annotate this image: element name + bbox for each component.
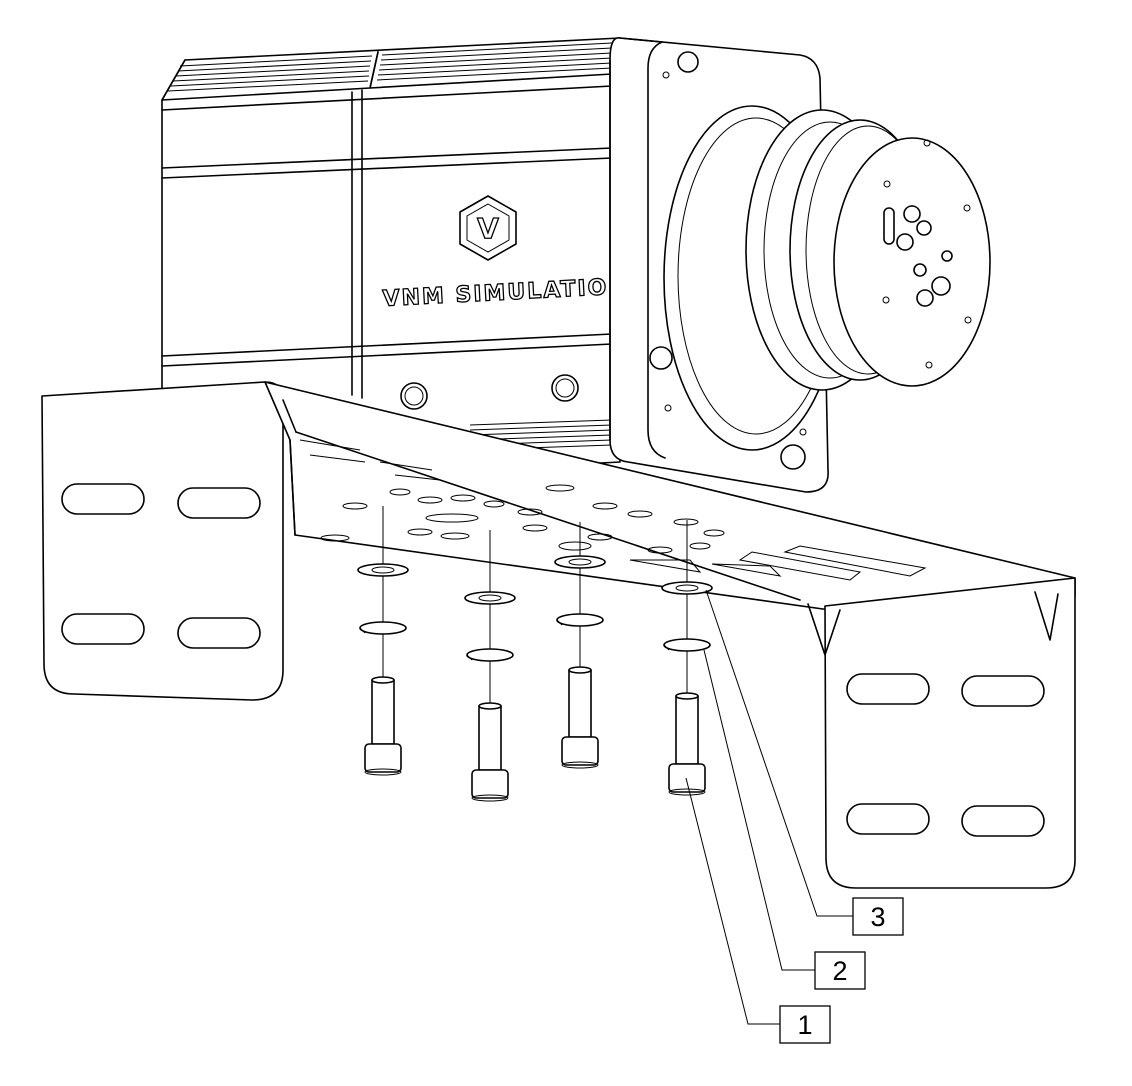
bolt-c-screw-shank xyxy=(568,669,592,738)
bolt-d-flat-washer xyxy=(661,581,713,595)
bolt-a-flat-washer xyxy=(357,563,409,577)
bolt-assemblies xyxy=(357,506,713,802)
bolt-d-screw-head-base xyxy=(668,788,706,796)
bolt-a xyxy=(357,506,409,776)
bracket-slots-top xyxy=(299,439,927,581)
bolt-d xyxy=(661,520,713,796)
bolt-a-screw-tip xyxy=(371,676,395,684)
callout-leaders xyxy=(685,589,853,1025)
bolt-c-flat-washer xyxy=(554,555,606,569)
logo-glyph: V xyxy=(477,212,499,245)
bolt-a-spring-washer xyxy=(359,621,407,635)
bolt-c xyxy=(554,522,606,769)
bolt-a-spring-washer-split xyxy=(359,627,366,634)
callout-2: 2 xyxy=(814,951,866,990)
bolt-c-spring-washer-split xyxy=(556,619,563,626)
motor-housing xyxy=(161,37,621,471)
bolt-a-screw-head-base xyxy=(364,768,402,776)
bolt-c-screw-head-base xyxy=(561,761,599,769)
bolt-b-flat-washer xyxy=(464,591,516,605)
bolt-a-flat-washer-hole xyxy=(371,566,395,574)
bolt-c-spring-washer xyxy=(556,613,604,627)
bolt-d-screw-tip xyxy=(675,692,699,700)
bolt-d-screw-head xyxy=(668,763,706,793)
bolt-b-screw-head xyxy=(471,769,509,799)
brand-logo: V xyxy=(459,195,517,261)
bolt-c-screw-tip xyxy=(568,666,592,674)
bolt-b-screw-shank xyxy=(478,705,502,771)
callout-1-label: 1 xyxy=(797,1010,812,1040)
mounting-bracket xyxy=(41,381,1076,889)
cooling-fins-top xyxy=(167,42,613,92)
bolt-b-screw-head-base xyxy=(471,794,509,802)
bolt-d-screw-shank xyxy=(675,695,699,765)
bolt-b-spring-washer-split xyxy=(466,654,473,661)
bolt-d-spring-washer xyxy=(663,638,711,652)
bolt-c-screw-head xyxy=(561,736,599,766)
bolt-d-flat-washer-hole xyxy=(675,584,699,592)
bolt-a-screw-shank xyxy=(371,679,395,745)
bolt-a-screw-head xyxy=(364,743,402,773)
callout-3-label: 3 xyxy=(870,902,885,932)
callout-1: 1 xyxy=(779,1005,831,1044)
bolt-b-spring-washer xyxy=(466,648,514,662)
bolt-b xyxy=(464,530,516,802)
callout-2-label: 2 xyxy=(832,956,847,986)
bolt-b-flat-washer-hole xyxy=(478,594,502,602)
wheel-hub xyxy=(663,105,991,451)
callout-3: 3 xyxy=(852,897,904,936)
bolt-d-spring-washer-split xyxy=(663,644,670,651)
bolt-b-screw-tip xyxy=(478,702,502,710)
bolt-c-flat-washer-hole xyxy=(568,558,592,566)
